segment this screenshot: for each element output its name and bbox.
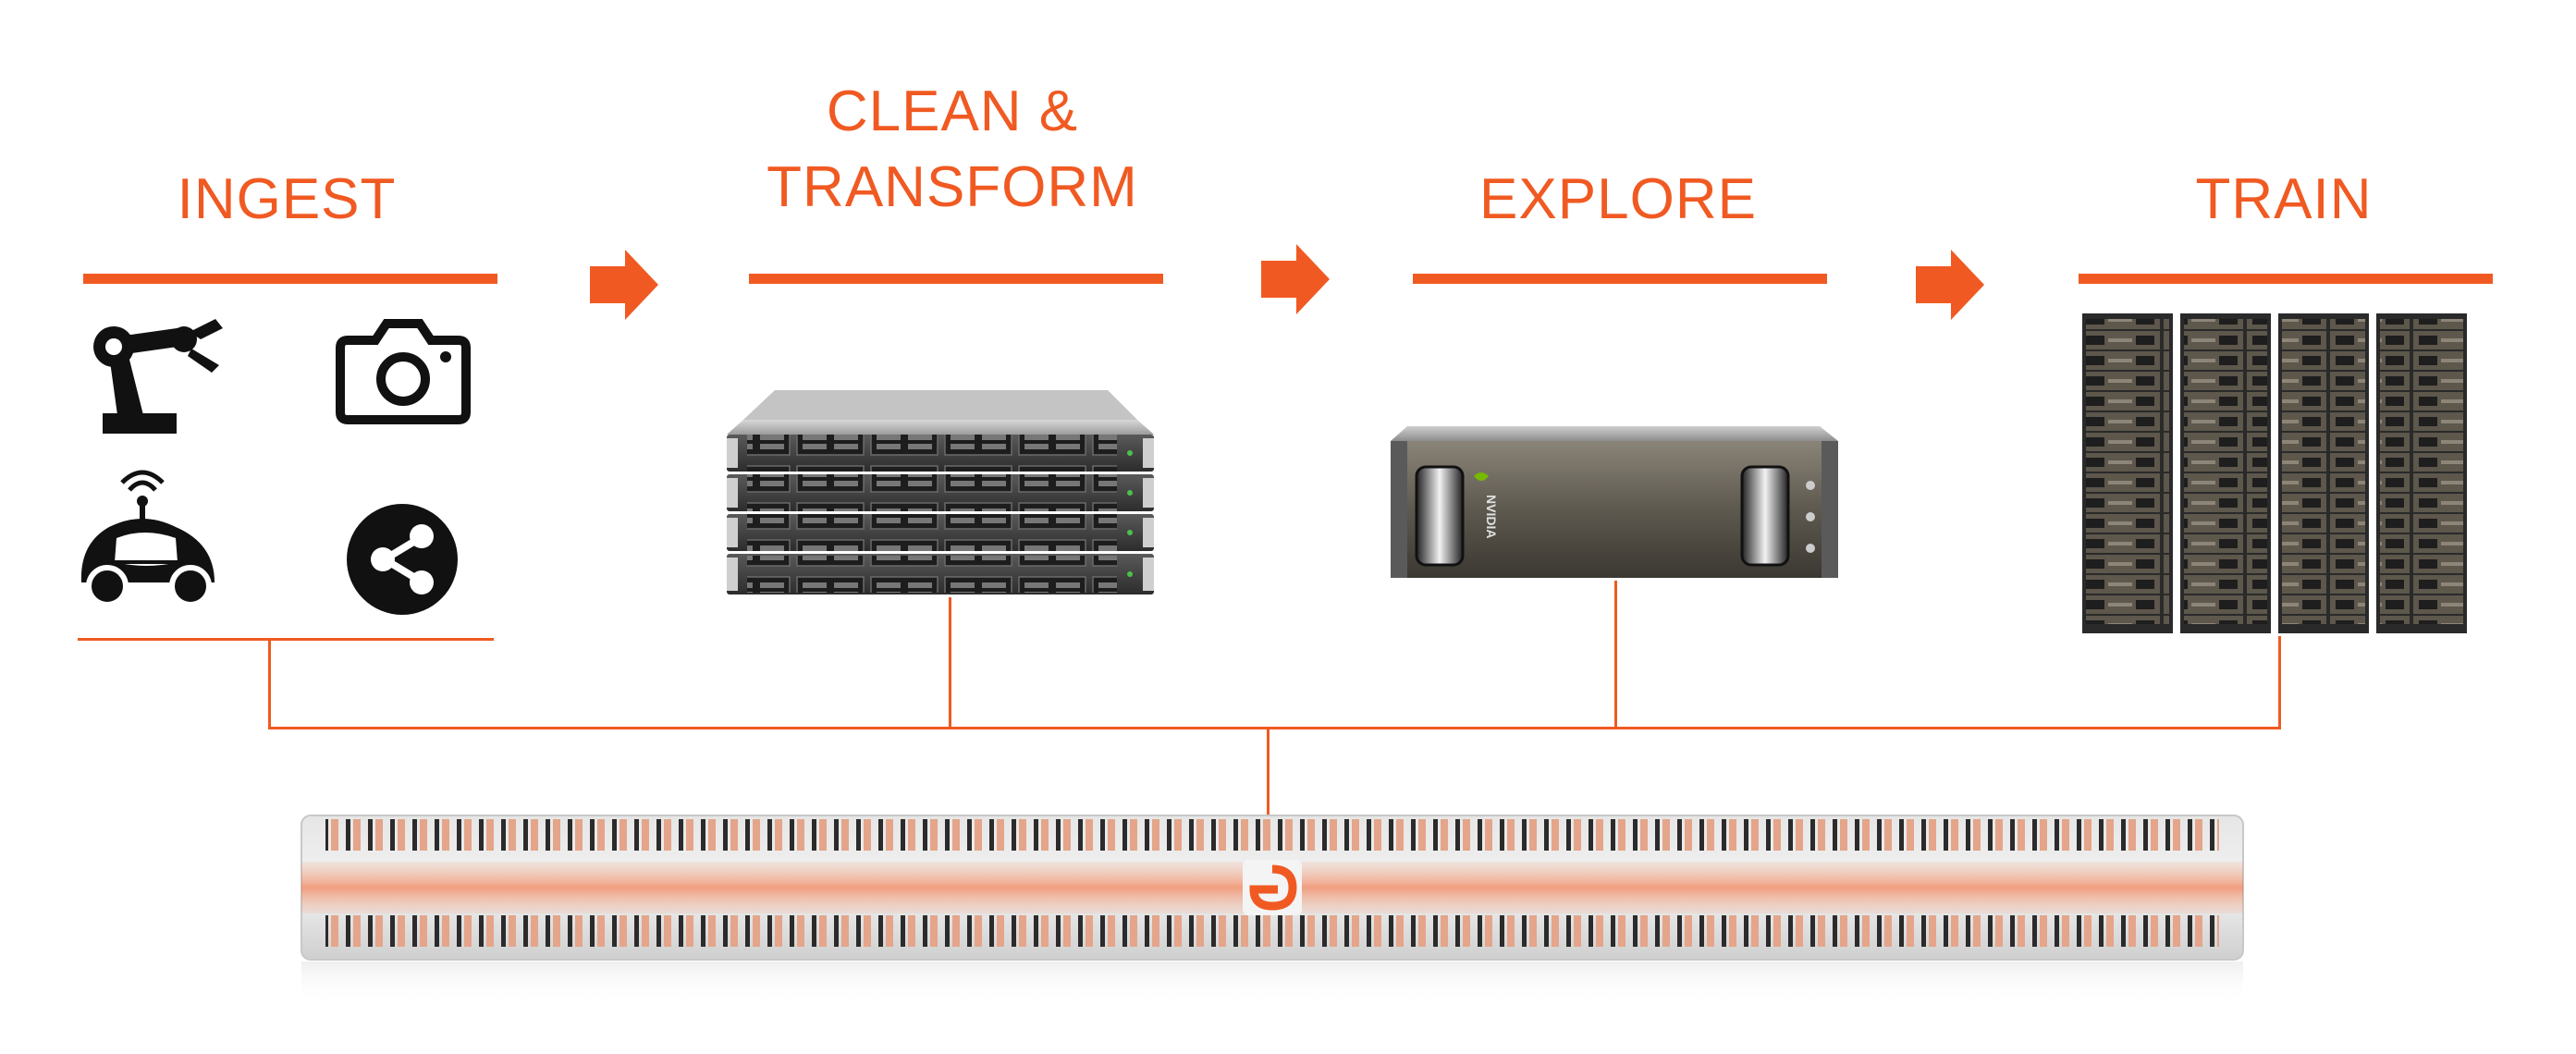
connector-train xyxy=(2278,636,2281,729)
stage-bar-explore xyxy=(1413,274,1827,284)
gpu-cluster-racks xyxy=(2082,313,2467,633)
stage-title-clean-transform: CLEAN & TRANSFORM xyxy=(767,80,1138,219)
stage-bar-clean-transform xyxy=(749,274,1163,284)
stacked-rack-servers xyxy=(727,390,1154,594)
robot-arm-icon xyxy=(93,319,223,434)
flow-arrow-icon xyxy=(590,250,658,320)
connector-storage xyxy=(1267,727,1270,815)
ingest-bottom-line xyxy=(78,638,494,641)
self-driving-car-icon xyxy=(80,470,215,607)
camera-icon xyxy=(336,319,471,424)
stage-title-explore: EXPLORE xyxy=(1479,167,1757,231)
stage-title-ingest: INGEST xyxy=(177,167,397,231)
flash-storage-array xyxy=(301,815,2244,1004)
stage-bar-train xyxy=(2079,274,2493,284)
flow-arrow-icon xyxy=(1916,250,1984,320)
connector-ingest xyxy=(268,638,271,729)
stage-title-train: TRAIN xyxy=(2195,167,2373,231)
stage-bar-ingest xyxy=(83,274,497,284)
nvidia-gpu-server: NVIDIA xyxy=(1391,426,1838,578)
connector-explore xyxy=(1614,581,1617,729)
nvidia-logo-text: NVIDIA xyxy=(1484,495,1499,538)
shared-bus-line xyxy=(268,727,2281,729)
connector-clean-transform xyxy=(949,597,951,729)
flow-arrow-icon xyxy=(1261,244,1330,314)
share-icon xyxy=(347,504,458,615)
